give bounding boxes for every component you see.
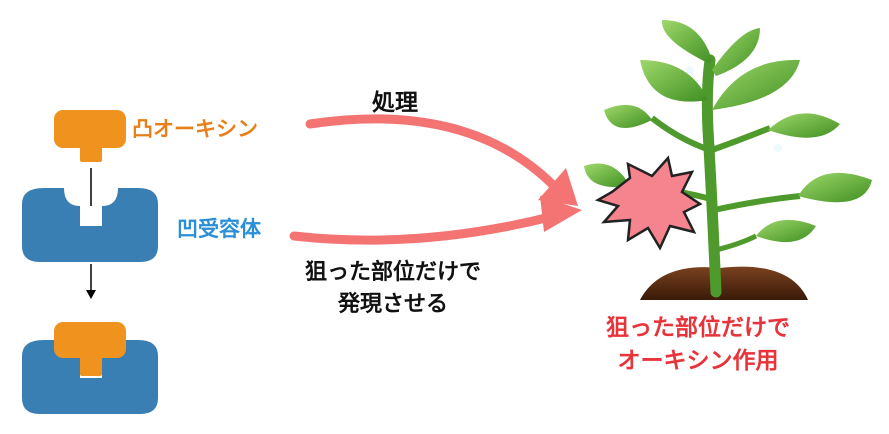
curved-arrow-upper (305, 114, 578, 206)
plant-icon (584, 20, 872, 300)
auxin-label: 凸オーキシン (132, 117, 258, 141)
process-label: 処理 (372, 90, 418, 116)
bound-complex (22, 322, 158, 414)
burst-icon (594, 155, 703, 251)
express-line-2: 発現させる (338, 291, 449, 317)
express-label: 狙った部位だけで 発現させる (305, 257, 481, 321)
express-line-1: 狙った部位だけで (305, 260, 482, 285)
auxin-shape (54, 110, 126, 162)
result-line-1: 狙った部位だけで (606, 315, 790, 341)
receptor-shape (22, 188, 158, 262)
receptor-label: 凹受容体 (177, 217, 261, 241)
down-arrow (86, 264, 96, 299)
curved-arrow-lower (289, 196, 582, 245)
result-label: 狙った部位だけで オーキシン作用 (606, 312, 790, 379)
result-line-2: オーキシン作用 (617, 348, 779, 375)
